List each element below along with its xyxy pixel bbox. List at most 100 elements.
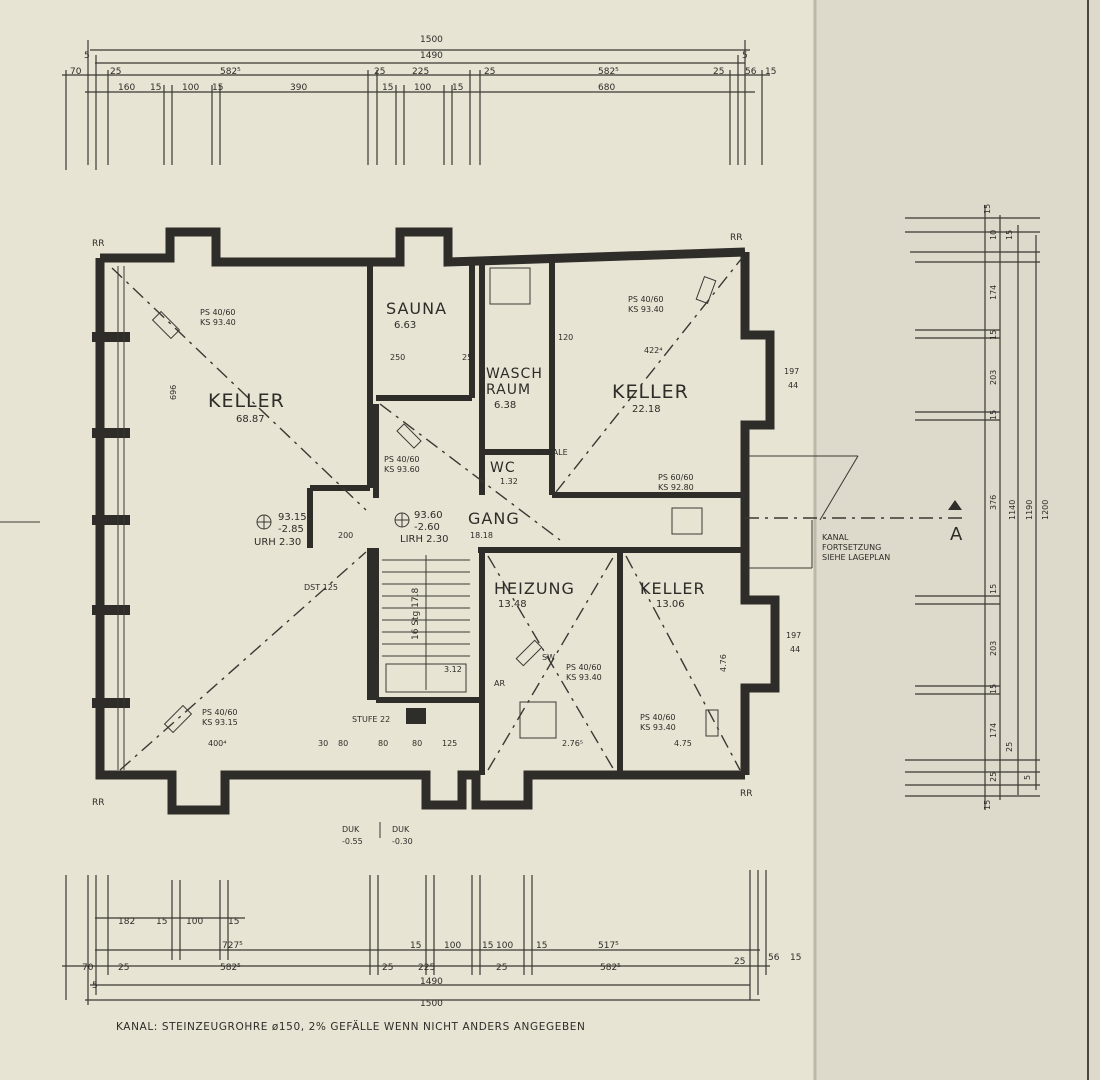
footer-note: KANAL: STEINZEUGROHRE ø150, 2% GEFÄLLE W… bbox=[116, 1020, 585, 1033]
paper-right bbox=[815, 0, 1100, 1080]
ann-ks-right-top: KS 93.40 bbox=[628, 305, 664, 314]
rdim-10: 10 bbox=[989, 230, 998, 240]
ann-ks-right-mid: KS 92.80 bbox=[658, 483, 694, 492]
ann-rr-tl: RR bbox=[92, 239, 105, 249]
dim-top2-15c: 15 bbox=[382, 83, 393, 93]
ann-dim-476: 4.76 bbox=[719, 654, 728, 672]
ann-ps-right-mid: PS 60/60 bbox=[658, 473, 694, 482]
ann-urh-gang: LIRH 2.30 bbox=[400, 534, 448, 545]
room-wasch-area: 6.38 bbox=[494, 400, 516, 411]
ann-kanal-2: FORTSETZUNG bbox=[822, 543, 881, 552]
room-keller-tr-area: 22.18 bbox=[632, 404, 661, 415]
right-dimensions: 15 10 15 174 15 203 15 376 15 203 15 174… bbox=[905, 204, 1050, 810]
bdim-15e: 15 bbox=[536, 941, 547, 951]
dim-top2-100b: 100 bbox=[414, 83, 431, 93]
section-marker-a: A bbox=[950, 524, 963, 545]
rdim-15d: 15 bbox=[989, 410, 998, 420]
ann-ks-left-top: KS 93.40 bbox=[200, 318, 236, 327]
bdim-70: 70 bbox=[82, 963, 94, 973]
dim-top-70: 70 bbox=[70, 67, 82, 77]
bdim-5175: 517⁵ bbox=[598, 941, 619, 951]
bdim-15d: 15 bbox=[482, 941, 493, 951]
dim-top2-160: 160 bbox=[118, 83, 135, 93]
rdim-5: 5 bbox=[1023, 775, 1032, 780]
ann-window-rt-a: 197 bbox=[784, 367, 799, 376]
rdim-376: 376 bbox=[989, 495, 998, 510]
ann-ks-heizung: KS 93.40 bbox=[566, 673, 602, 682]
rdim-203a: 203 bbox=[989, 370, 998, 385]
dim-top2-15d: 15 bbox=[452, 83, 463, 93]
ann-urh-left: URH 2.30 bbox=[254, 537, 301, 548]
ann-kanal-1: KANAL bbox=[822, 533, 849, 542]
ann-dim-276: 2.76⁵ bbox=[562, 739, 583, 748]
rdim-total-1140: 1140 bbox=[1008, 500, 1017, 520]
room-gang-name: GANG bbox=[468, 509, 520, 528]
room-wc-area: 1.32 bbox=[500, 477, 518, 486]
dim-top2-390: 390 bbox=[290, 83, 307, 93]
bdim-100a: 100 bbox=[186, 917, 203, 927]
top-dimensions: 1500 1490 5 5 70 25 582⁵ 25 225 25 582⁵ … bbox=[62, 35, 776, 170]
ann-duk-right: DUK bbox=[392, 825, 410, 834]
ann-sw: SW bbox=[542, 653, 555, 662]
ann-kanal-3: SIEHE LAGEPLAN bbox=[822, 553, 890, 562]
bdim-5: 5 bbox=[92, 981, 98, 991]
ann-ps-gang: PS 40/60 bbox=[384, 455, 420, 464]
bdim-5825b: 582⁵ bbox=[600, 963, 621, 973]
dim-top-total-inner: 1490 bbox=[420, 51, 443, 61]
ann-dim-25: 25 bbox=[462, 353, 472, 362]
rdim-15g: 15 bbox=[983, 800, 992, 810]
ann-dim-422: 422⁴ bbox=[644, 346, 662, 355]
ann-schale: SCHALE bbox=[536, 448, 568, 457]
ann-duk-left-val: -0.55 bbox=[342, 837, 363, 846]
ann-rr-tr: RR bbox=[730, 233, 743, 243]
ann-ar: AR bbox=[494, 679, 505, 688]
ann-dim-30: 30 bbox=[318, 739, 328, 748]
bdim-15f: 15 bbox=[790, 953, 801, 963]
room-keller-left-name: KELLER bbox=[208, 390, 285, 412]
room-sauna-name: SAUNA bbox=[386, 299, 447, 318]
dim-top2-680: 680 bbox=[598, 83, 615, 93]
annotations: PS 40/60 KS 93.40 PS 40/60 KS 93.40 PS 4… bbox=[92, 233, 890, 846]
ann-duk-left: DUK bbox=[342, 825, 360, 834]
bdim-total-inner: 1490 bbox=[420, 977, 443, 987]
ann-level-left-minus: -2.85 bbox=[278, 524, 304, 535]
dim-top-56: 56 bbox=[745, 67, 757, 77]
dim-top-225: 225 bbox=[412, 67, 429, 77]
ann-ps-left-bottom: PS 40/60 bbox=[202, 708, 238, 717]
rdim-15a: 15 bbox=[983, 204, 992, 214]
dim-top-5-left: 5 bbox=[84, 51, 90, 61]
bdim-15a: 15 bbox=[156, 917, 167, 927]
rdim-25b: 25 bbox=[989, 772, 998, 782]
bdim-100c: 100 bbox=[496, 941, 513, 951]
dim-top-5-right: 5 bbox=[742, 51, 748, 61]
room-wasch-line1: WASCH bbox=[486, 366, 543, 382]
bdim-25b: 25 bbox=[382, 963, 393, 973]
ann-level-gang-minus: -2.60 bbox=[414, 522, 440, 533]
rdim-25a: 25 bbox=[1005, 742, 1014, 752]
staircase bbox=[382, 555, 470, 693]
ann-ps-keller-br: PS 40/60 bbox=[640, 713, 676, 722]
rdim-15b: 15 bbox=[1005, 230, 1014, 240]
room-labels: KELLER 68.87 SAUNA 6.63 WASCH RAUM 6.38 … bbox=[208, 299, 706, 610]
room-keller-left-area: 68.87 bbox=[236, 414, 265, 425]
rdim-203b: 203 bbox=[989, 641, 998, 656]
dim-top-15: 15 bbox=[765, 67, 776, 77]
bdim-25a: 25 bbox=[118, 963, 129, 973]
fixtures bbox=[151, 267, 719, 739]
rdim-total-1190: 1190 bbox=[1025, 500, 1034, 520]
ann-stairs: 16 Stg 17.8 bbox=[411, 588, 421, 640]
dim-top-total-outer: 1500 bbox=[420, 35, 443, 45]
room-keller-tr-name: KELLER bbox=[612, 381, 689, 403]
level-markers bbox=[256, 512, 410, 530]
ann-ps-right-top: PS 40/60 bbox=[628, 295, 664, 304]
bdim-100b: 100 bbox=[444, 941, 461, 951]
room-wasch-line2: RAUM bbox=[486, 382, 531, 398]
dim-top-25a: 25 bbox=[110, 67, 121, 77]
ann-level-gang: 93.60 bbox=[414, 510, 443, 521]
ann-rr-bl: RR bbox=[92, 798, 105, 808]
room-keller-br-name: KELLER bbox=[640, 579, 706, 598]
bdim-56: 56 bbox=[768, 953, 780, 963]
ann-dim-696: 696 bbox=[169, 385, 178, 400]
ann-rr-br: RR bbox=[740, 789, 753, 799]
rdim-15e: 15 bbox=[989, 584, 998, 594]
